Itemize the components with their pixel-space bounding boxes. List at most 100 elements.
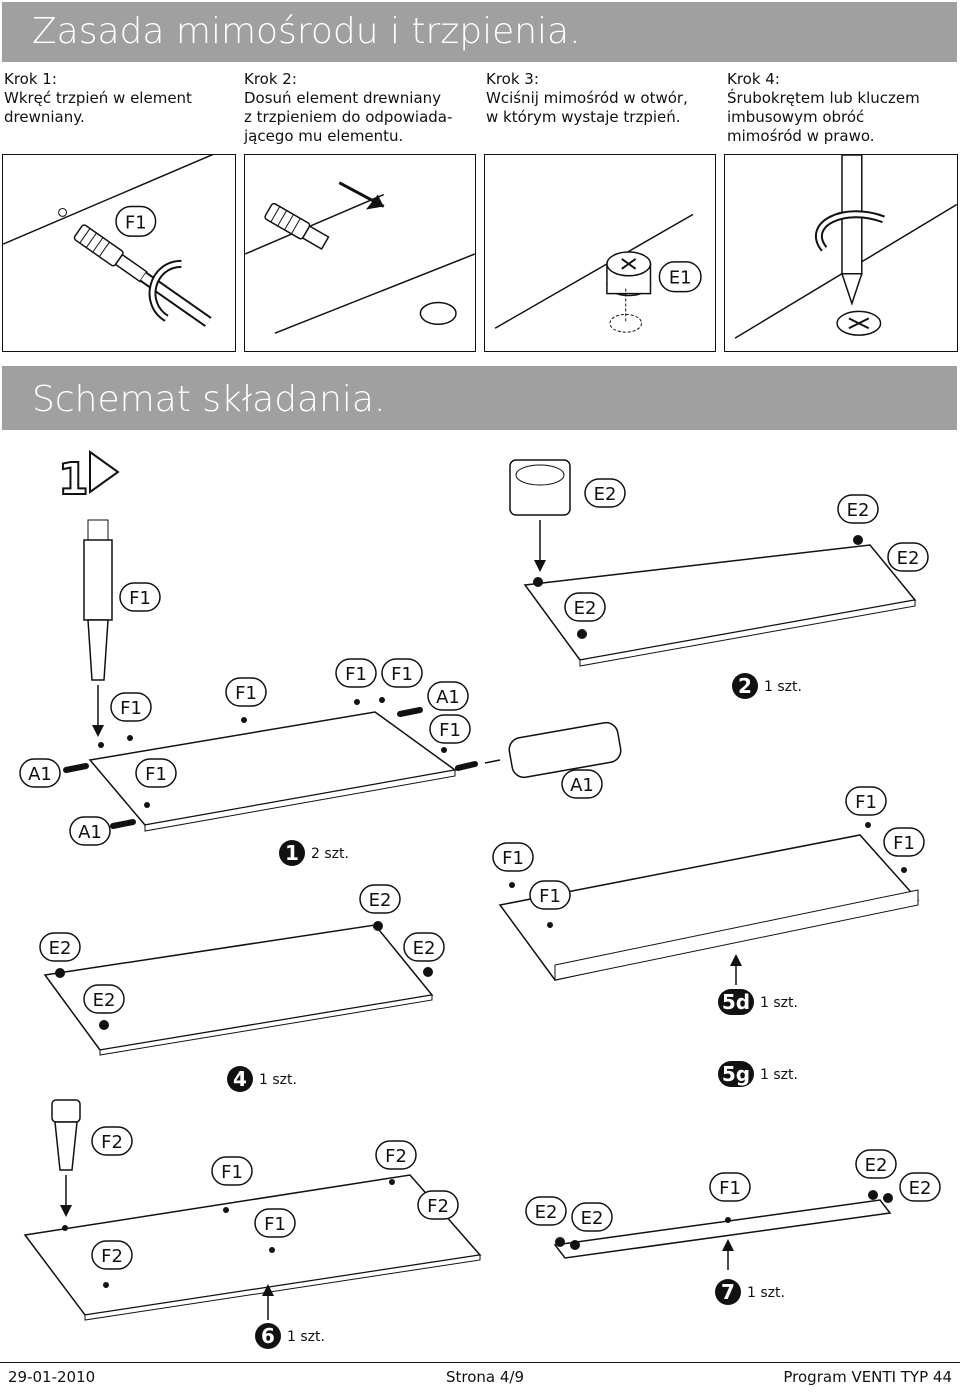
part-label-text: E2 xyxy=(413,938,436,959)
step-1-heading: Krok 1: xyxy=(4,70,57,88)
hole-icon xyxy=(419,301,457,326)
part-number-text: 1 xyxy=(285,841,299,865)
part-label-f1: F1 xyxy=(254,1208,296,1238)
part-number-badge: 5g 1 szt. xyxy=(718,1061,798,1087)
step-1-text: Krok 1: Wkręć trzpień w element drewnian… xyxy=(4,70,192,127)
board-5 xyxy=(498,834,920,985)
dowel-pin-f2-icon xyxy=(51,1099,81,1217)
part-label-f2: F2 xyxy=(91,1240,133,1270)
part-label-e2: E2 xyxy=(899,1172,941,1202)
part-label-f1: F1 xyxy=(845,786,887,816)
part-quantity: 2 szt. xyxy=(311,846,349,862)
step-3-line: w którym wystaje trzpień. xyxy=(486,108,681,126)
part-label-f1: F1 xyxy=(429,714,471,744)
svg-text:1: 1 xyxy=(58,454,89,505)
part-label-f1: F1 xyxy=(211,1156,253,1186)
part-label-text: F1 xyxy=(439,720,461,741)
assembly-diagram: 1 xyxy=(19,450,941,1349)
part-label-a1: A1 xyxy=(427,681,469,711)
part-label-text: F2 xyxy=(427,1196,449,1217)
part-number-badge: 2 1 szt. xyxy=(732,673,802,699)
part-label-a1: A1 xyxy=(19,758,61,788)
part-number-badge: 1 2 szt. xyxy=(279,840,349,866)
part-label-text: F1 xyxy=(893,833,915,854)
part-label-e2: E2 xyxy=(564,592,606,622)
step-1-illustration: F1 xyxy=(2,154,236,352)
part-number-text: 7 xyxy=(721,1280,735,1304)
part-label-f1: F1 xyxy=(335,658,377,688)
wood-dowel-icon xyxy=(484,721,622,779)
part-label-text: E2 xyxy=(93,990,116,1011)
footer-divider xyxy=(0,1362,960,1363)
part-number-text: 2 xyxy=(738,674,752,698)
step-3-heading: Krok 3: xyxy=(486,70,539,88)
part-label-f1: F1 xyxy=(492,842,534,872)
part-label-text: E2 xyxy=(909,1178,932,1199)
part-label-f1: F1 xyxy=(119,582,161,612)
step-1-line: Wkręć trzpień w element xyxy=(4,89,192,107)
part-quantity: 1 szt. xyxy=(760,995,798,1011)
board-edge-line xyxy=(3,155,214,245)
dowel-pin-icon xyxy=(73,224,212,327)
part-quantity: 1 szt. xyxy=(760,1067,798,1083)
part-number-text: 5g xyxy=(722,1062,750,1086)
step-4-line: imbusowym obróć xyxy=(727,108,865,126)
part-label-text: F1 xyxy=(345,664,367,685)
part-label-f1 xyxy=(115,205,157,237)
part-quantity: 1 szt. xyxy=(764,679,802,695)
step-4-heading: Krok 4: xyxy=(727,70,780,88)
part-label-e2: E2 xyxy=(525,1196,567,1226)
step-2-text: Krok 2: Dosuń element drewniany z trzpie… xyxy=(244,70,452,146)
part-number-text: 6 xyxy=(261,1324,275,1348)
board-7 xyxy=(553,1199,892,1270)
part-label-f1: F1 xyxy=(225,677,267,707)
section-title: Schemat składania. xyxy=(2,366,957,430)
part-label-f1: F1 xyxy=(883,827,925,857)
step-2-line: Dosuń element drewniany xyxy=(244,89,442,107)
part-number-badge: 7 1 szt. xyxy=(715,1279,785,1305)
part-number-text: 4 xyxy=(233,1067,247,1091)
part-label-f1: F1 xyxy=(529,880,571,910)
part-label-f2: F2 xyxy=(417,1190,459,1220)
part-label-e2: E2 xyxy=(39,932,81,962)
step-4-illustration xyxy=(724,154,958,352)
part-label-f1: F1 xyxy=(709,1172,751,1202)
step-4-line: Śrubokrętem lub kluczem xyxy=(727,89,920,107)
step-1-line: drewniany. xyxy=(4,108,85,126)
part-label-text: E2 xyxy=(897,548,920,569)
step-2-illustration xyxy=(244,154,476,352)
part-label-f1: F1 xyxy=(135,758,177,788)
dowel-pin-icon xyxy=(264,202,330,250)
dowel-pin-icon xyxy=(83,519,113,737)
part-quantity: 1 szt. xyxy=(747,1285,785,1301)
part-label-text: F2 xyxy=(101,1246,123,1267)
part-label-text: F2 xyxy=(101,1132,123,1153)
part-label-text: A1 xyxy=(78,822,102,843)
part-label-text: E2 xyxy=(865,1155,888,1176)
part-label-e2: E2 xyxy=(571,1202,613,1232)
part-label-text: F1 xyxy=(502,848,524,869)
part-label-e2: E2 xyxy=(837,494,879,524)
part-label-e1 xyxy=(658,261,702,293)
step-4-line: mimośród w prawo. xyxy=(727,127,875,145)
cam-lock-icon xyxy=(509,459,571,572)
part-label-text: F1 xyxy=(235,683,257,704)
part-label-e2: E2 xyxy=(887,542,929,572)
part-label-text: F1 xyxy=(391,664,413,685)
part-label-f1: F1 xyxy=(381,658,423,688)
step-4-text: Krok 4: Śrubokrętem lub kluczem imbusowy… xyxy=(727,70,920,146)
step-2-line: jącego mu elementu. xyxy=(244,127,404,145)
step-marker: 1 xyxy=(57,450,120,506)
part-label-text: E2 xyxy=(594,484,617,505)
a1-dowel-markers xyxy=(63,707,478,829)
part-label-text: F1 xyxy=(120,698,142,719)
part-label-e2: E2 xyxy=(584,478,626,508)
step-2-line: z trzpieniem do odpowiada- xyxy=(244,108,453,126)
part-label-text: F1 xyxy=(539,886,561,907)
part-label-text: F1 xyxy=(264,1214,286,1235)
part-label-text: E2 xyxy=(369,890,392,911)
